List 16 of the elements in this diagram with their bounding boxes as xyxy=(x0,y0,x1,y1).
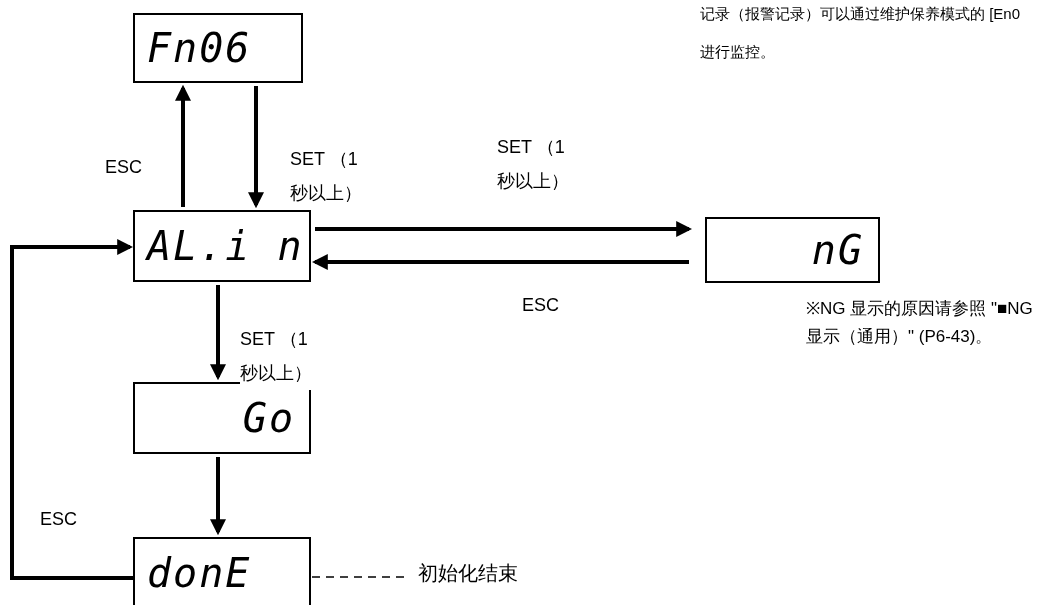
arrow xyxy=(10,239,134,580)
arrow xyxy=(175,84,191,207)
display-box: donE xyxy=(133,537,311,605)
display-box: AL.i n xyxy=(133,210,311,282)
display-box: Fn06 xyxy=(133,13,303,83)
note-text: 记录（报警记录）可以通过维护保养模式的 [En0 xyxy=(700,4,1022,24)
annotation-text: 初始化结束 xyxy=(418,560,518,587)
arrow xyxy=(210,285,226,381)
display-box: nG xyxy=(705,217,880,283)
arrow xyxy=(311,254,689,270)
arrow xyxy=(315,221,693,237)
note-text: ※NG 显示的原因请参照 "■NG 显示（通用）" (P6-43)。 xyxy=(806,298,1034,348)
arrow xyxy=(210,457,226,536)
arrow xyxy=(248,86,264,209)
note-text: 进行监控。 xyxy=(700,42,776,62)
display-box: Go xyxy=(133,382,311,454)
